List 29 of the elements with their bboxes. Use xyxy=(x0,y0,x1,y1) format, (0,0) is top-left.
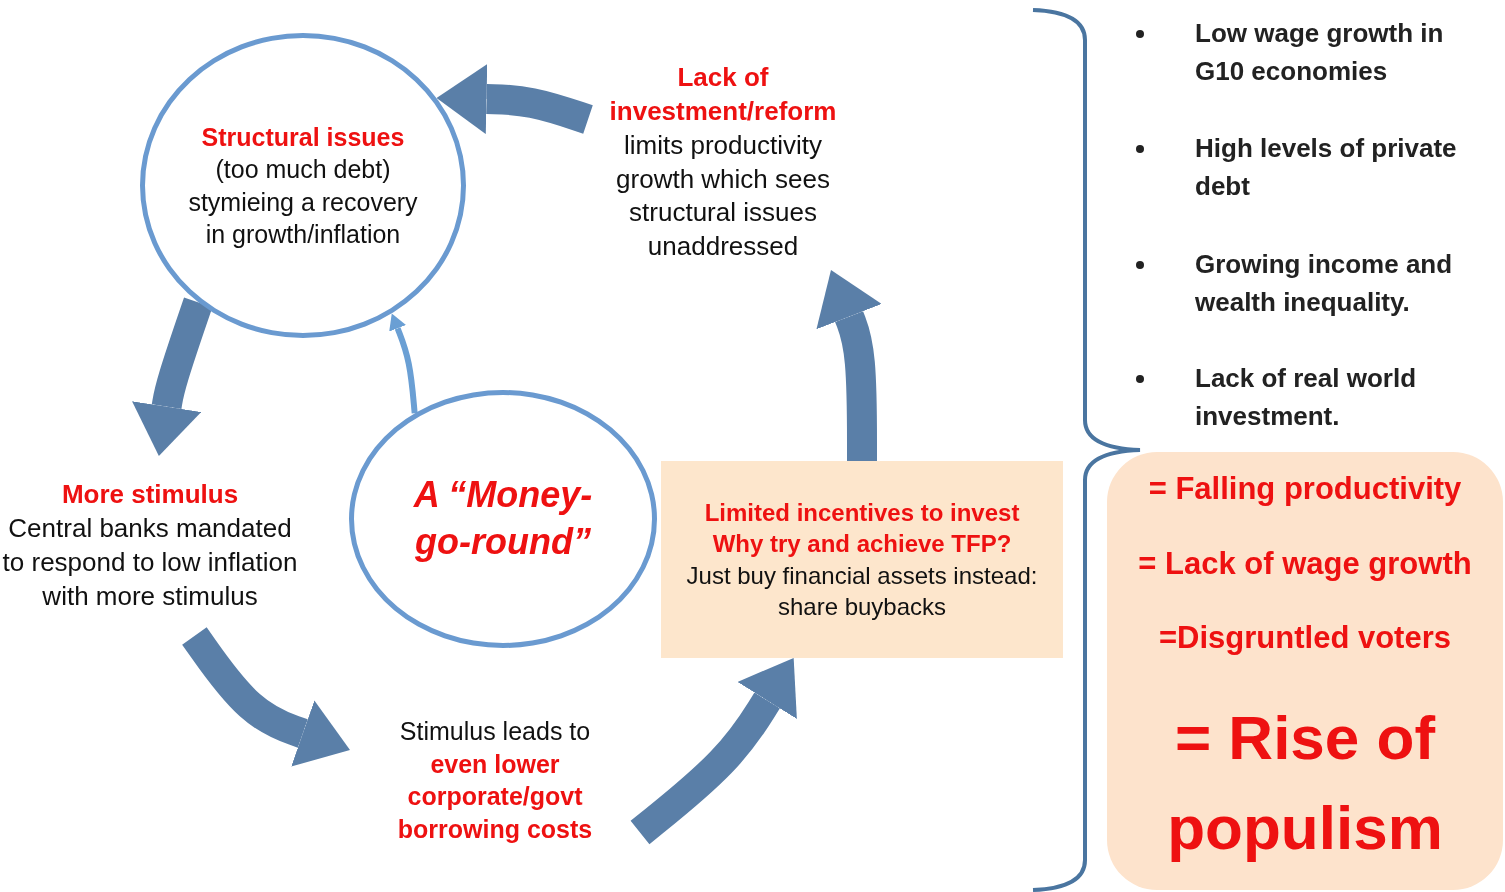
body-text: even lower corporate/govt borrowing costs xyxy=(396,748,594,845)
curved-arrow xyxy=(132,297,213,456)
process-circle xyxy=(140,33,466,338)
body-text: Central banks mandated to respond to low inflation with more stimulus xyxy=(2,512,298,613)
bullet-text: Low wage growth in G10 economies xyxy=(1195,17,1445,88)
process-circle xyxy=(349,390,657,648)
bullet-text: Lack of real world investment. xyxy=(1195,362,1418,433)
body-text: Stimulus leads to xyxy=(399,716,591,747)
heading-text: = Falling productivity xyxy=(1148,470,1462,509)
body-text: Just buy financial assets instead: share buybacks xyxy=(686,560,1038,622)
heading-text: Limited incentives to invest Why try and achieve TFP? xyxy=(703,498,1021,560)
body-text: = Lack of wage growth xyxy=(1138,544,1472,583)
curved-arrow xyxy=(182,627,350,767)
body-text: limits productivity growth which sees structural issues unaddressed xyxy=(615,128,831,264)
body-text: (too much debt) stymieing a recovery in growth/inflation xyxy=(187,154,419,250)
curved-arrow xyxy=(436,64,594,135)
heading-text: A “Money-go-round” xyxy=(412,473,594,564)
heading-text: More stimulus xyxy=(61,478,239,512)
heading-text: Structural issues xyxy=(201,121,405,153)
body-text: =Disgruntled voters xyxy=(1159,619,1451,658)
bullet-text: High levels of private debt xyxy=(1195,132,1458,203)
bullet-text: Growing income and wealth inequality. xyxy=(1195,248,1454,319)
curved-arrow xyxy=(630,658,797,845)
body-text: = Rise of populism xyxy=(1166,702,1444,864)
result-box xyxy=(1107,452,1503,890)
arrow xyxy=(389,313,418,414)
curved-arrow xyxy=(816,270,882,461)
heading-text: Lack of investment/reform xyxy=(608,61,838,128)
process-box xyxy=(661,461,1063,658)
